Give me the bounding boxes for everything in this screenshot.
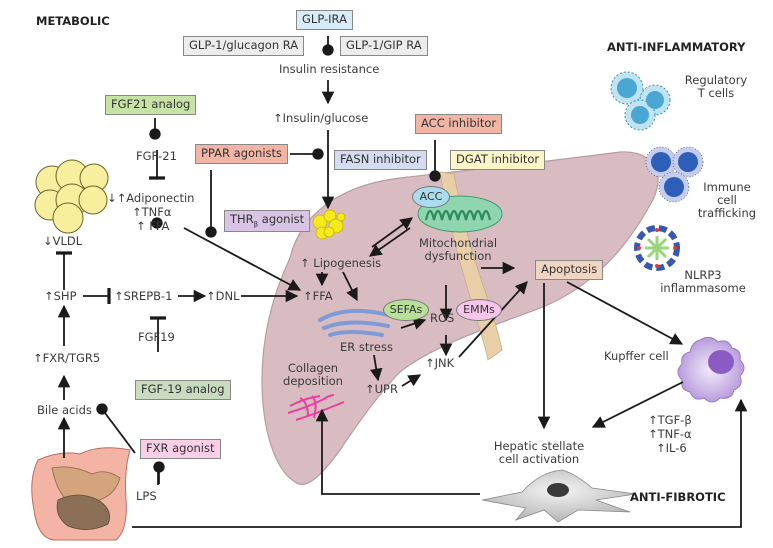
jnk-label: ↑JNK xyxy=(425,356,455,370)
regulatory-t-cells-icon xyxy=(610,71,671,131)
glp1-glucagon-ra-box: GLP-1/glucagon RA xyxy=(183,36,305,56)
collagen-line2: deposition xyxy=(283,374,343,389)
fgf21-analog-box: FGF21 analog xyxy=(105,95,197,115)
tgfb-label: ↑TGF-β xyxy=(648,413,692,427)
insulin-resistance-label: Insulin resistance xyxy=(279,62,380,76)
immune-cells-icon xyxy=(645,146,704,203)
dnl-label: ↑DNL xyxy=(206,289,240,303)
fgf21-label: FGF-21 xyxy=(136,149,177,163)
fgf19-label: FGF19 xyxy=(138,330,175,344)
thr-label: THR xyxy=(230,212,254,226)
hepatic-stellate-cell-icon xyxy=(481,469,637,523)
lps-label: LPS xyxy=(136,489,157,503)
thr-suffix: agonist xyxy=(258,212,305,226)
collagen-line1: Collagen xyxy=(287,361,339,375)
nlrp3-inflammasome-icon xyxy=(634,225,680,271)
hsc-line1: Hepatic stellate xyxy=(493,439,585,453)
treg-line1: Regulatory xyxy=(684,73,748,87)
nlrp3-line2: inflammasome xyxy=(660,281,746,296)
lipogenesis-label: ↑ Lipogenesis xyxy=(300,256,382,270)
lipid-droplets-icon xyxy=(312,209,346,240)
nlrp3-line1: NLRP3 xyxy=(684,268,722,282)
anti-inflammatory-header: ANTI-INFLAMMATORY xyxy=(607,40,746,54)
tnfa-label: ↑TNFα xyxy=(132,205,172,219)
immune-line2: cell xyxy=(717,193,737,208)
adiponectin-label: ↓↑Adiponectin xyxy=(107,191,195,205)
adipocytes-icon xyxy=(34,159,109,234)
mito-line2: dysfunction xyxy=(424,249,492,264)
ffa-label: ↑FFA xyxy=(303,289,333,303)
emms-oval: EMMs xyxy=(456,299,502,321)
bile-acids-label: Bile acids xyxy=(37,403,92,417)
ros-label: ROS xyxy=(430,311,455,325)
er-stress-label: ER stress xyxy=(340,340,393,354)
metabolic-header: METABOLIC xyxy=(36,14,110,28)
collagen-fibers-icon xyxy=(287,394,345,421)
srepb1-label: ↑SREPB-1 xyxy=(114,289,173,303)
glp1ra-box: GLP-IRA xyxy=(296,10,353,30)
acc-oval: ACC xyxy=(412,186,450,208)
fasn-inhibitor-box: FASN inhibitor xyxy=(334,150,427,170)
intestine-icon xyxy=(31,447,131,541)
immune-line3: trafficking xyxy=(697,206,757,221)
anti-fibrotic-header: ANTI-FIBROTIC xyxy=(630,490,726,504)
fgf19-analog-box: FGF-19 analog xyxy=(135,380,231,400)
acc-inhibitor-box: ACC inhibitor xyxy=(415,114,503,134)
kupffer-cell-icon xyxy=(677,336,745,403)
tnf-alpha-label: ↑TNF-α xyxy=(648,427,692,441)
apoptosis-box: Apoptosis xyxy=(535,260,604,280)
thr-beta-agonist-box: THRβ agonist xyxy=(224,210,311,232)
treg-line2: T cells xyxy=(697,86,735,101)
dgat-inhibitor-box: DGAT inhibitor xyxy=(450,150,546,170)
immune-line1: Immune xyxy=(703,180,751,194)
il6-label: ↑IL-6 xyxy=(656,441,687,455)
shp-label: ↑SHP xyxy=(44,289,77,303)
fxr-tgr5-label: ↑FXR/TGR5 xyxy=(33,351,101,365)
liver-shape xyxy=(261,151,659,486)
fxr-agonist-box: FXR agonist xyxy=(140,439,221,459)
sefas-oval: SEFAs xyxy=(383,299,429,321)
vldl-label: ↓VLDL xyxy=(43,234,83,248)
ppar-agonists-box: PPAR agonists xyxy=(195,144,289,164)
glp1-gip-ra-box: GLP-1/GIP RA xyxy=(340,36,428,56)
insulin-glucose-label: ↑Insulin/glucose xyxy=(273,111,369,125)
kupffer-cell-label: Kupffer cell xyxy=(604,349,669,363)
mito-line1: Mitochondrial xyxy=(418,236,498,250)
thr-subscript: β xyxy=(253,220,259,229)
ffa-left-label: ↑ FFA xyxy=(136,219,170,233)
hsc-line2: cell activation xyxy=(498,452,580,467)
upr-label: ↑UPR xyxy=(365,382,398,396)
